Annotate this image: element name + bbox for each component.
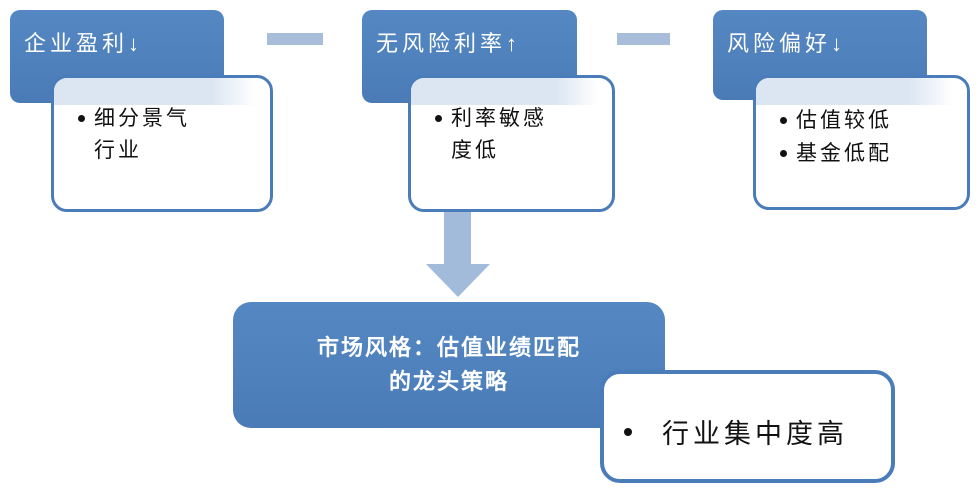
bullet-item: 基金低配 bbox=[780, 137, 959, 170]
down-arrow-shaft bbox=[444, 212, 471, 265]
bullet-dot-icon bbox=[624, 427, 632, 436]
bullet-line: 细分景气 bbox=[94, 106, 190, 130]
node-header-label: 无风险利率↑ bbox=[376, 31, 522, 56]
node-callout-risk-appetite: 估值较低 基金低配 bbox=[753, 75, 970, 210]
node-callout-risk-free-rate: 利率敏感 度低 bbox=[408, 75, 615, 212]
bullet-line: 估值较低 bbox=[796, 108, 892, 132]
node-header-label: 企业盈利↓ bbox=[24, 31, 144, 56]
node-callout-corporate-earnings: 细分景气 行业 bbox=[51, 75, 273, 212]
bullet-line: 利率敏感 bbox=[451, 106, 547, 130]
bullet-line: 行业 bbox=[94, 138, 142, 162]
conclusion-bullet-label: 行业集中度高 bbox=[662, 419, 848, 449]
callout-overlap-tint bbox=[756, 78, 953, 105]
callout-overlap-tint bbox=[411, 78, 598, 105]
conclusion-box: 市场风格：估值业绩匹配 的龙头策略 bbox=[233, 302, 665, 428]
bullet-dot-icon bbox=[780, 150, 787, 157]
bullet-dot-icon bbox=[78, 115, 85, 122]
bullet-dot-icon bbox=[780, 117, 787, 124]
node-header-risk-appetite: 风险偏好↓ bbox=[713, 10, 927, 100]
node-header-label: 风险偏好↓ bbox=[727, 31, 847, 56]
bullet-line: 基金低配 bbox=[796, 141, 892, 165]
conclusion-title-line: 的龙头策略 bbox=[388, 369, 509, 394]
connector-dash-2 bbox=[617, 33, 670, 45]
conclusion-title-line: 市场风格：估值业绩匹配 bbox=[316, 335, 581, 360]
conclusion-callout: 行业集中度高 bbox=[600, 370, 895, 483]
bullet-item: 细分景气 行业 bbox=[78, 102, 262, 166]
callout-overlap-tint bbox=[54, 78, 256, 105]
down-arrow-head-icon bbox=[426, 264, 490, 297]
connector-dash-1 bbox=[267, 33, 323, 45]
bullet-line: 度低 bbox=[451, 138, 499, 162]
bullet-dot-icon bbox=[435, 115, 442, 122]
bullet-item: 估值较低 bbox=[780, 104, 959, 137]
bullet-item: 利率敏感 度低 bbox=[435, 102, 604, 166]
